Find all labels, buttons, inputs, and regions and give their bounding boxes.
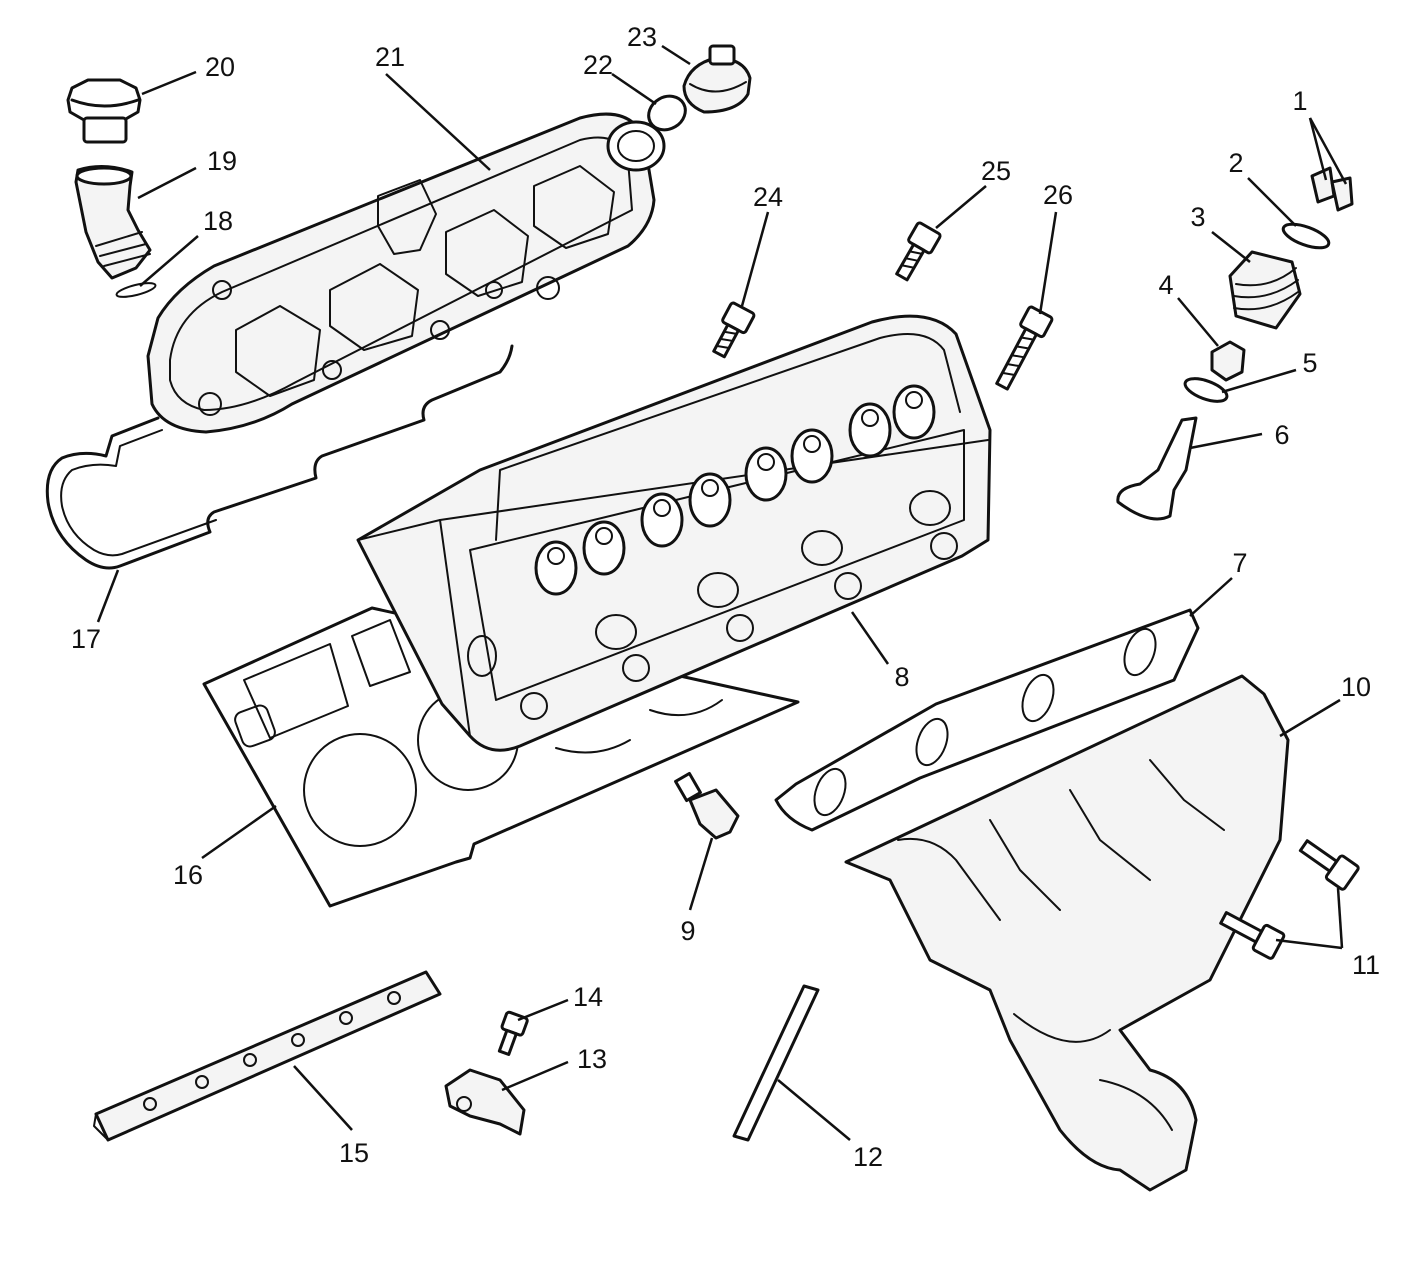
exhaust-manifold-bolt-b-part — [1219, 911, 1286, 960]
exhaust-manifold-bolt-a-part — [1298, 839, 1360, 891]
valve-cover-gasket-inner-edge — [60, 429, 217, 557]
callout-10: 10 — [1341, 672, 1371, 702]
callout-1: 1 — [1292, 86, 1307, 116]
callout-8: 8 — [894, 662, 909, 692]
callout-20: 20 — [205, 52, 235, 82]
callout-3: 3 — [1190, 202, 1205, 232]
leader-line-12 — [777, 1079, 851, 1141]
valve-cover-gasket-part — [45, 344, 514, 570]
callout-11: 11 — [1352, 950, 1380, 980]
valve-rocker-arm-support-part — [93, 970, 442, 1142]
valve-part — [1116, 416, 1198, 521]
callout-18: 18 — [203, 206, 233, 236]
leader-line-7 — [1189, 577, 1233, 617]
leader-line-16 — [201, 804, 277, 860]
leader-line-23 — [661, 44, 691, 66]
leader-line-15 — [293, 1065, 353, 1131]
leader-line-14 — [517, 998, 569, 1022]
valve-spring-part — [1228, 250, 1302, 330]
oil-fill-tube-seal-part — [115, 282, 157, 298]
leader-line-1b — [1308, 117, 1348, 185]
callout-25: 25 — [981, 156, 1011, 186]
leader-line-11a — [1336, 887, 1344, 949]
callout-15: 15 — [339, 1138, 369, 1168]
valve-spring-shim-part — [1183, 377, 1229, 403]
leader-line-21 — [385, 73, 491, 171]
oil-fill-tube-part — [74, 165, 152, 280]
pcv-valve-part — [682, 44, 752, 114]
callout-5: 5 — [1302, 348, 1317, 378]
coolant-temperature-sensor-part — [674, 771, 740, 840]
leader-line-17 — [96, 569, 120, 623]
valve-stem-keys-part — [1310, 166, 1354, 212]
leader-line-22 — [611, 72, 657, 106]
exhaust-manifold-gasket-part — [774, 608, 1200, 832]
leader-line-18 — [139, 235, 199, 287]
leader-line-5 — [1221, 368, 1297, 394]
leader-line-19 — [137, 166, 197, 200]
callout-9: 9 — [680, 916, 695, 946]
callout-2: 2 — [1228, 148, 1243, 178]
callout-4: 4 — [1158, 270, 1173, 300]
callout-22: 22 — [583, 50, 613, 80]
exhaust-manifold-part — [844, 674, 1290, 1192]
valve-stem-oil-seal-part — [1210, 340, 1246, 382]
leader-line-2 — [1247, 177, 1297, 227]
leader-line-10 — [1279, 698, 1341, 738]
leader-line-11b — [1275, 938, 1343, 950]
callout-6: 6 — [1274, 420, 1289, 450]
callout-26: 26 — [1043, 180, 1073, 210]
leader-line-25 — [935, 185, 987, 229]
leader-line-9 — [688, 837, 714, 911]
callout-7: 7 — [1232, 548, 1247, 578]
callout-13: 13 — [577, 1044, 607, 1074]
callout-19: 19 — [207, 146, 237, 176]
leader-line-26 — [1038, 211, 1058, 315]
callout-16: 16 — [173, 860, 203, 890]
leader-line-1a — [1308, 117, 1328, 181]
valve-rocker-arm-cover-part — [146, 112, 666, 434]
callout-24: 24 — [753, 182, 783, 212]
callout-23: 23 — [627, 22, 657, 52]
leader-line-20 — [141, 70, 197, 96]
leader-line-4 — [1177, 297, 1219, 347]
callout-21: 21 — [375, 42, 405, 72]
cylinder-head-part — [356, 314, 992, 752]
valve-rocker-arm-bolt-part — [497, 1010, 529, 1056]
sensor-o-ring-part — [647, 94, 687, 132]
oil-fill-cap-part — [66, 78, 142, 144]
leader-line-8 — [850, 611, 890, 665]
callout-14: 14 — [573, 982, 603, 1012]
cylinder-head-bolt-long-part — [995, 305, 1054, 391]
cylinder-head-bolt-short-part — [712, 301, 756, 359]
valve-pushrod-part — [732, 984, 820, 1142]
leader-line-13 — [501, 1060, 569, 1092]
leader-line-3 — [1211, 231, 1251, 263]
callout-17: 17 — [71, 624, 101, 654]
valve-rocker-arm-part — [444, 1068, 526, 1136]
leader-line-6 — [1189, 432, 1263, 450]
valve-spring-cap-part — [1281, 222, 1331, 250]
leader-line-24 — [740, 211, 770, 307]
cylinder-head-bolt-medium-part — [895, 221, 942, 282]
callout-12: 12 — [853, 1142, 883, 1172]
